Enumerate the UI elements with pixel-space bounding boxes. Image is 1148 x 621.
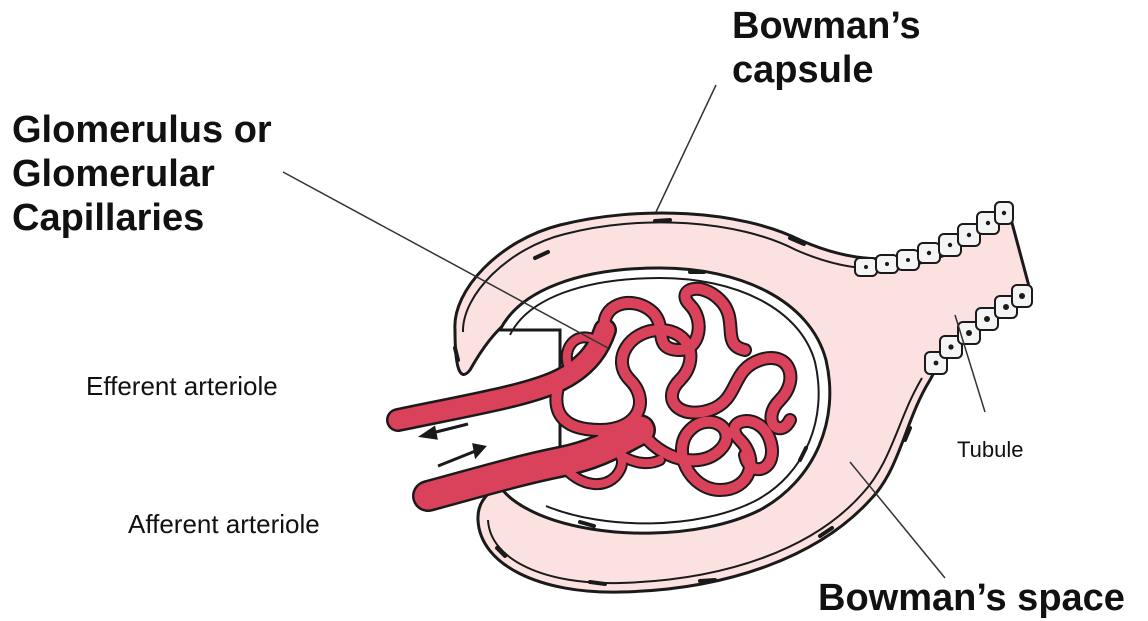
label-bowmans-space: Bowman’s space (818, 576, 1125, 620)
leader-bowmans-space (850, 462, 945, 578)
flow-arrow-in-icon (438, 445, 484, 466)
flow-arrow-out-icon (422, 424, 468, 438)
leader-bowmans-capsule (656, 85, 716, 212)
label-bowmans-capsule-line2: capsule (732, 48, 921, 92)
label-efferent-arteriole: Efferent arteriole (86, 371, 278, 401)
label-glomerulus-line2: Glomerular (12, 152, 272, 196)
label-glomerulus-line3: Capillaries (12, 196, 272, 240)
label-tubule: Tubule (957, 437, 1023, 463)
label-glomerulus-line1: Glomerulus or (12, 108, 272, 152)
label-bowmans-capsule-line1: Bowman’s (732, 4, 921, 48)
label-bowmans-capsule: Bowman’s capsule (732, 4, 921, 92)
label-glomerulus: Glomerulus or Glomerular Capillaries (12, 108, 272, 240)
label-afferent-arteriole: Afferent arteriole (128, 509, 320, 539)
